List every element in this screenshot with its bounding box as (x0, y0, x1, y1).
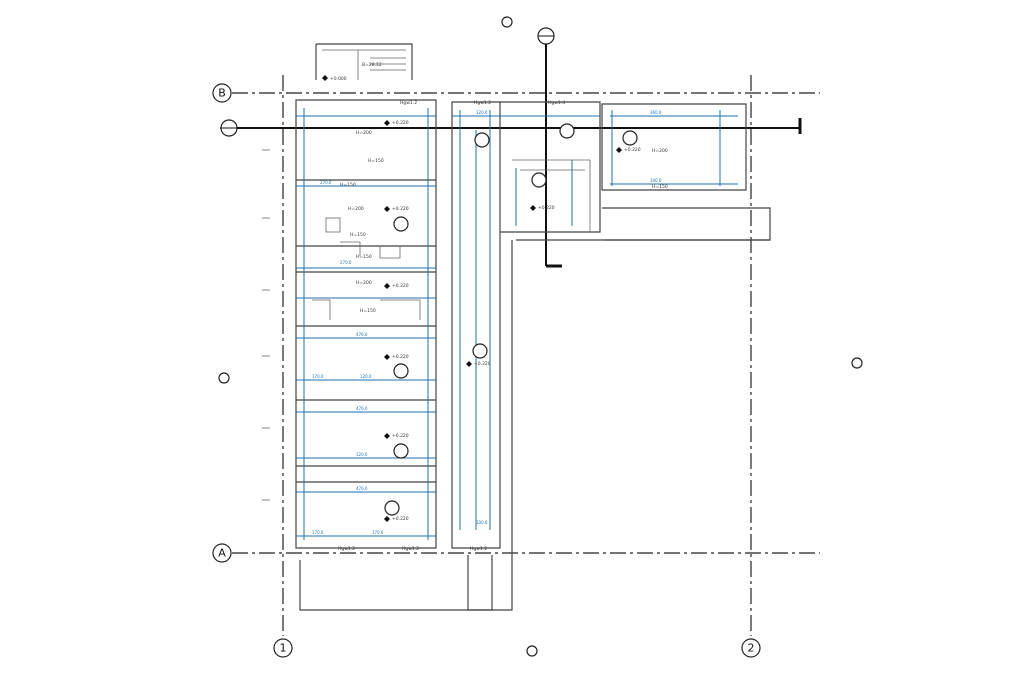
svg-text:270.0: 270.0 (340, 260, 352, 265)
section-marker-vertical (537, 27, 562, 268)
svg-text:H=150: H=150 (368, 158, 384, 164)
svg-text:170.0: 170.0 (372, 530, 384, 535)
svg-text:170.0: 170.0 (312, 374, 324, 379)
grid-bubble-1: 1 (273, 638, 293, 658)
svg-text:340.0: 340.0 (650, 178, 662, 183)
svg-text:120.0: 120.0 (476, 110, 488, 115)
building-outline (295, 99, 771, 611)
window-tags: Hgw1.2 Hgw1.2 Hgw1.4 Hgw1.2 Hgw1.2 Hgw1.… (338, 100, 565, 552)
svg-text:B: B (218, 87, 226, 100)
room-labels: H=200 H=150 H=150 H=200 H=150 H=150 H=20… (340, 130, 668, 314)
dimension-texts: 270.0 476.0 476.0 476.0 270.0 170.0 120.… (312, 110, 662, 535)
svg-text:+0.220: +0.220 (624, 147, 641, 153)
svg-text:100.0: 100.0 (476, 520, 488, 525)
svg-text:360.0: 360.0 (650, 110, 662, 115)
svg-text:H=200: H=200 (356, 130, 372, 136)
stair: B=28.12 (315, 43, 413, 80)
svg-text:Hgw1.4: Hgw1.4 (548, 100, 565, 106)
level-tags: +0.000 +0.220 +0.220 +0.220 +0.220 +0.22… (322, 75, 641, 522)
grid-bubble-a: A (212, 543, 232, 563)
svg-text:+0.220: +0.220 (392, 283, 409, 289)
left-edge-ticks (262, 149, 270, 501)
room-tag-circles (384, 123, 638, 516)
dimension-lines (296, 108, 738, 540)
svg-text:+0.220: +0.220 (538, 205, 555, 211)
svg-text:+0.000: +0.000 (330, 76, 347, 82)
svg-text:H=150: H=150 (652, 184, 668, 190)
elevation-marker-right (851, 357, 863, 369)
svg-text:Hgw1.2: Hgw1.2 (402, 546, 419, 552)
svg-text:120.0: 120.0 (356, 452, 368, 457)
svg-text:+0.220: +0.220 (392, 354, 409, 360)
svg-text:Hgw1.2: Hgw1.2 (338, 546, 355, 552)
room-partitions (296, 159, 591, 483)
svg-text:A: A (218, 547, 226, 560)
svg-text:476.0: 476.0 (356, 406, 368, 411)
svg-text:170.0: 170.0 (312, 530, 324, 535)
svg-text:2: 2 (748, 642, 755, 655)
svg-text:H=150: H=150 (356, 254, 372, 260)
svg-text:+0.220: +0.220 (474, 361, 491, 367)
svg-text:+0.220: +0.220 (392, 120, 409, 126)
section-marker-horizontal (220, 118, 802, 137)
elevation-marker-top (501, 16, 513, 28)
elevation-marker-bottom (526, 645, 538, 657)
elevation-marker-left (218, 372, 230, 384)
svg-text:476.0: 476.0 (356, 486, 368, 491)
svg-text:H=200: H=200 (652, 148, 668, 154)
svg-text:1: 1 (280, 642, 287, 655)
svg-text:+0.220: +0.220 (392, 516, 409, 522)
svg-text:+0.220: +0.220 (392, 433, 409, 439)
svg-text:H=150: H=150 (340, 182, 356, 188)
svg-text:H=200: H=200 (348, 206, 364, 212)
svg-text:Hgw1.2: Hgw1.2 (400, 100, 417, 106)
svg-text:H=200: H=200 (356, 280, 372, 286)
svg-text:Hgw1.2: Hgw1.2 (474, 100, 491, 106)
svg-text:H=150: H=150 (350, 232, 366, 238)
svg-text:270.0: 270.0 (320, 180, 332, 185)
grid-bubble-2: 2 (741, 638, 761, 658)
svg-text:+0.220: +0.220 (392, 206, 409, 212)
svg-text:H=150: H=150 (360, 308, 376, 314)
grid-bubble-b: B (212, 83, 232, 103)
svg-text:Hgw1.2: Hgw1.2 (470, 546, 487, 552)
svg-text:B=28.12: B=28.12 (362, 62, 382, 68)
svg-text:120.0: 120.0 (360, 374, 372, 379)
svg-text:476.0: 476.0 (356, 332, 368, 337)
